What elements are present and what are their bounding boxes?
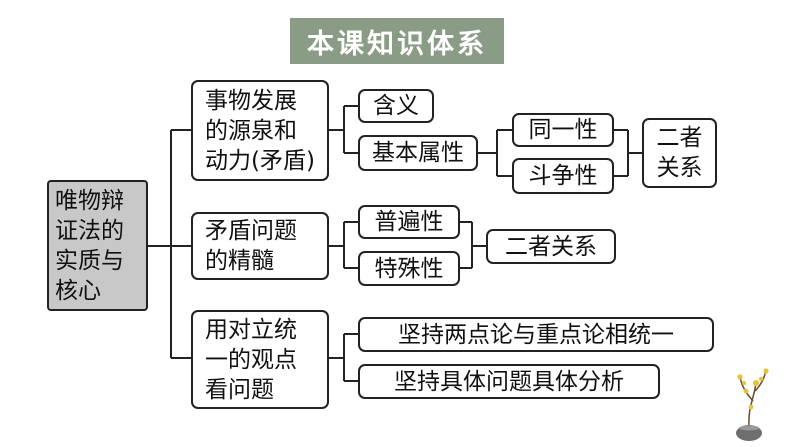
node-particularity: 特殊性 [358, 251, 460, 286]
branch-contradiction-essence: 矛盾问题 的精髓 [191, 212, 329, 280]
node-struggle: 斗争性 [512, 158, 614, 194]
diagram-title: 本课知识体系 [290, 18, 504, 64]
node-relation-universality-particularity: 二者关系 [486, 229, 616, 264]
node-identity: 同一性 [512, 113, 614, 147]
node-meaning: 含义 [358, 89, 434, 123]
node-relation-identity-struggle: 二者 关系 [642, 118, 717, 188]
branch-contradiction-source: 事物发展 的源泉和 动力(矛盾) [191, 80, 329, 181]
branch-unity-of-opposites: 用对立统 一的观点 看问题 [191, 310, 329, 409]
node-concrete-analysis: 坚持具体问题具体分析 [358, 364, 660, 399]
node-universality: 普遍性 [358, 205, 460, 239]
plum-blossom-vase-icon [736, 368, 769, 441]
node-two-points-and-focus: 坚持两点论与重点论相统一 [358, 317, 714, 352]
node-basic-attributes: 基本属性 [358, 135, 478, 171]
root-node: 唯物辩 证法的 实质与 核心 [47, 180, 148, 311]
